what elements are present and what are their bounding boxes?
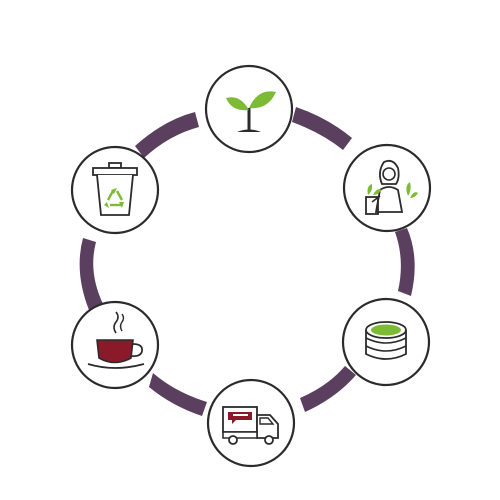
arrow-plant-to-harvest <box>292 107 352 150</box>
cycle-arrows <box>79 107 415 416</box>
arrow-recycle-to-plant <box>135 112 199 158</box>
arrow-shipping-to-consume <box>149 373 207 416</box>
matcha-bowls-icon <box>365 321 407 360</box>
stage-consume <box>70 300 160 390</box>
tea-cup-icon <box>87 311 145 369</box>
stage-processing <box>341 297 431 387</box>
stage-recycle <box>70 145 160 235</box>
arrow-consume-to-recycle <box>79 238 103 310</box>
stage-plant <box>204 64 294 154</box>
tea-picker-icon <box>365 159 418 215</box>
stage-shipping <box>206 378 296 468</box>
stage-harvest <box>342 143 432 233</box>
arrow-processing-to-shipping <box>300 366 356 412</box>
recycle-bin-icon <box>92 162 138 216</box>
sprout-icon <box>226 91 276 132</box>
arrow-harvest-to-processing <box>395 228 415 296</box>
delivery-truck-icon <box>222 406 279 445</box>
